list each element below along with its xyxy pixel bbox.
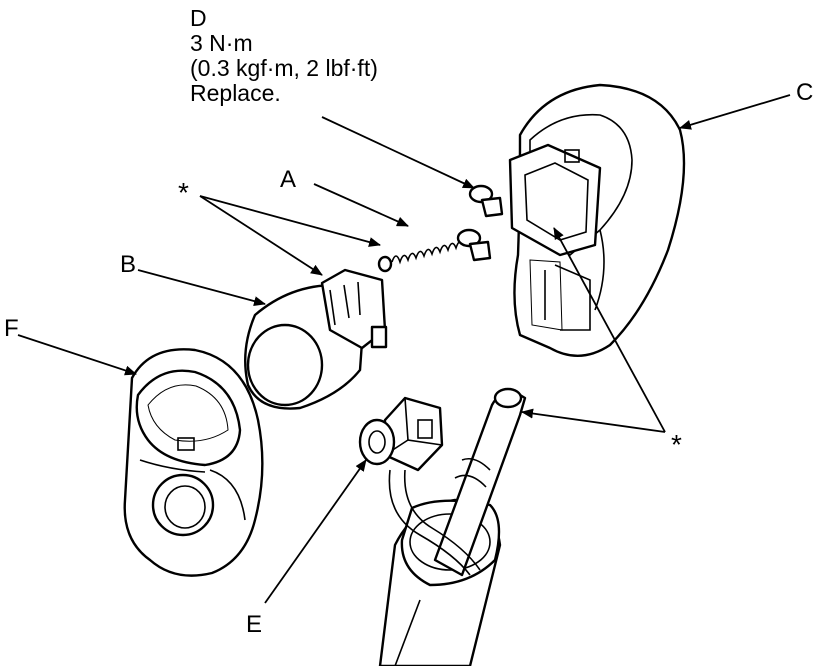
spring-a <box>377 240 465 273</box>
leader-asterisk-shaft <box>521 408 666 433</box>
asterisk-right: * <box>671 429 682 460</box>
leader-a <box>313 183 409 227</box>
torque-value: 3 N·m <box>190 30 253 56</box>
knob-b <box>244 268 388 410</box>
label-b: B <box>120 251 137 278</box>
leader-d <box>321 116 475 189</box>
leader-e <box>264 459 367 604</box>
label-e: E <box>246 611 263 638</box>
leader-f <box>17 334 137 376</box>
leader-lines <box>17 94 791 604</box>
leader-asterisk-spring <box>199 195 381 247</box>
torque-spec-callout: D 3 N·m (0.3 kgf·m, 2 lbf·ft) Replace. <box>190 6 378 106</box>
leader-b <box>137 269 266 306</box>
torque-alt-units: (0.3 kgf·m, 2 lbf·ft) <box>190 55 378 81</box>
screws-d <box>456 184 504 262</box>
housing-c <box>508 83 686 358</box>
leader-asterisk-housing <box>553 227 666 433</box>
label-d: D <box>190 5 207 31</box>
label-a: A <box>280 166 297 193</box>
asterisk-left: * <box>178 177 189 208</box>
label-c: C <box>796 79 814 106</box>
replace-note: Replace. <box>190 80 281 106</box>
wire-harness <box>388 469 481 576</box>
cover-f <box>123 348 264 577</box>
leader-asterisk-knob <box>199 195 323 276</box>
label-f: F <box>4 315 19 342</box>
leader-c <box>679 94 791 130</box>
switch-e <box>358 396 444 472</box>
